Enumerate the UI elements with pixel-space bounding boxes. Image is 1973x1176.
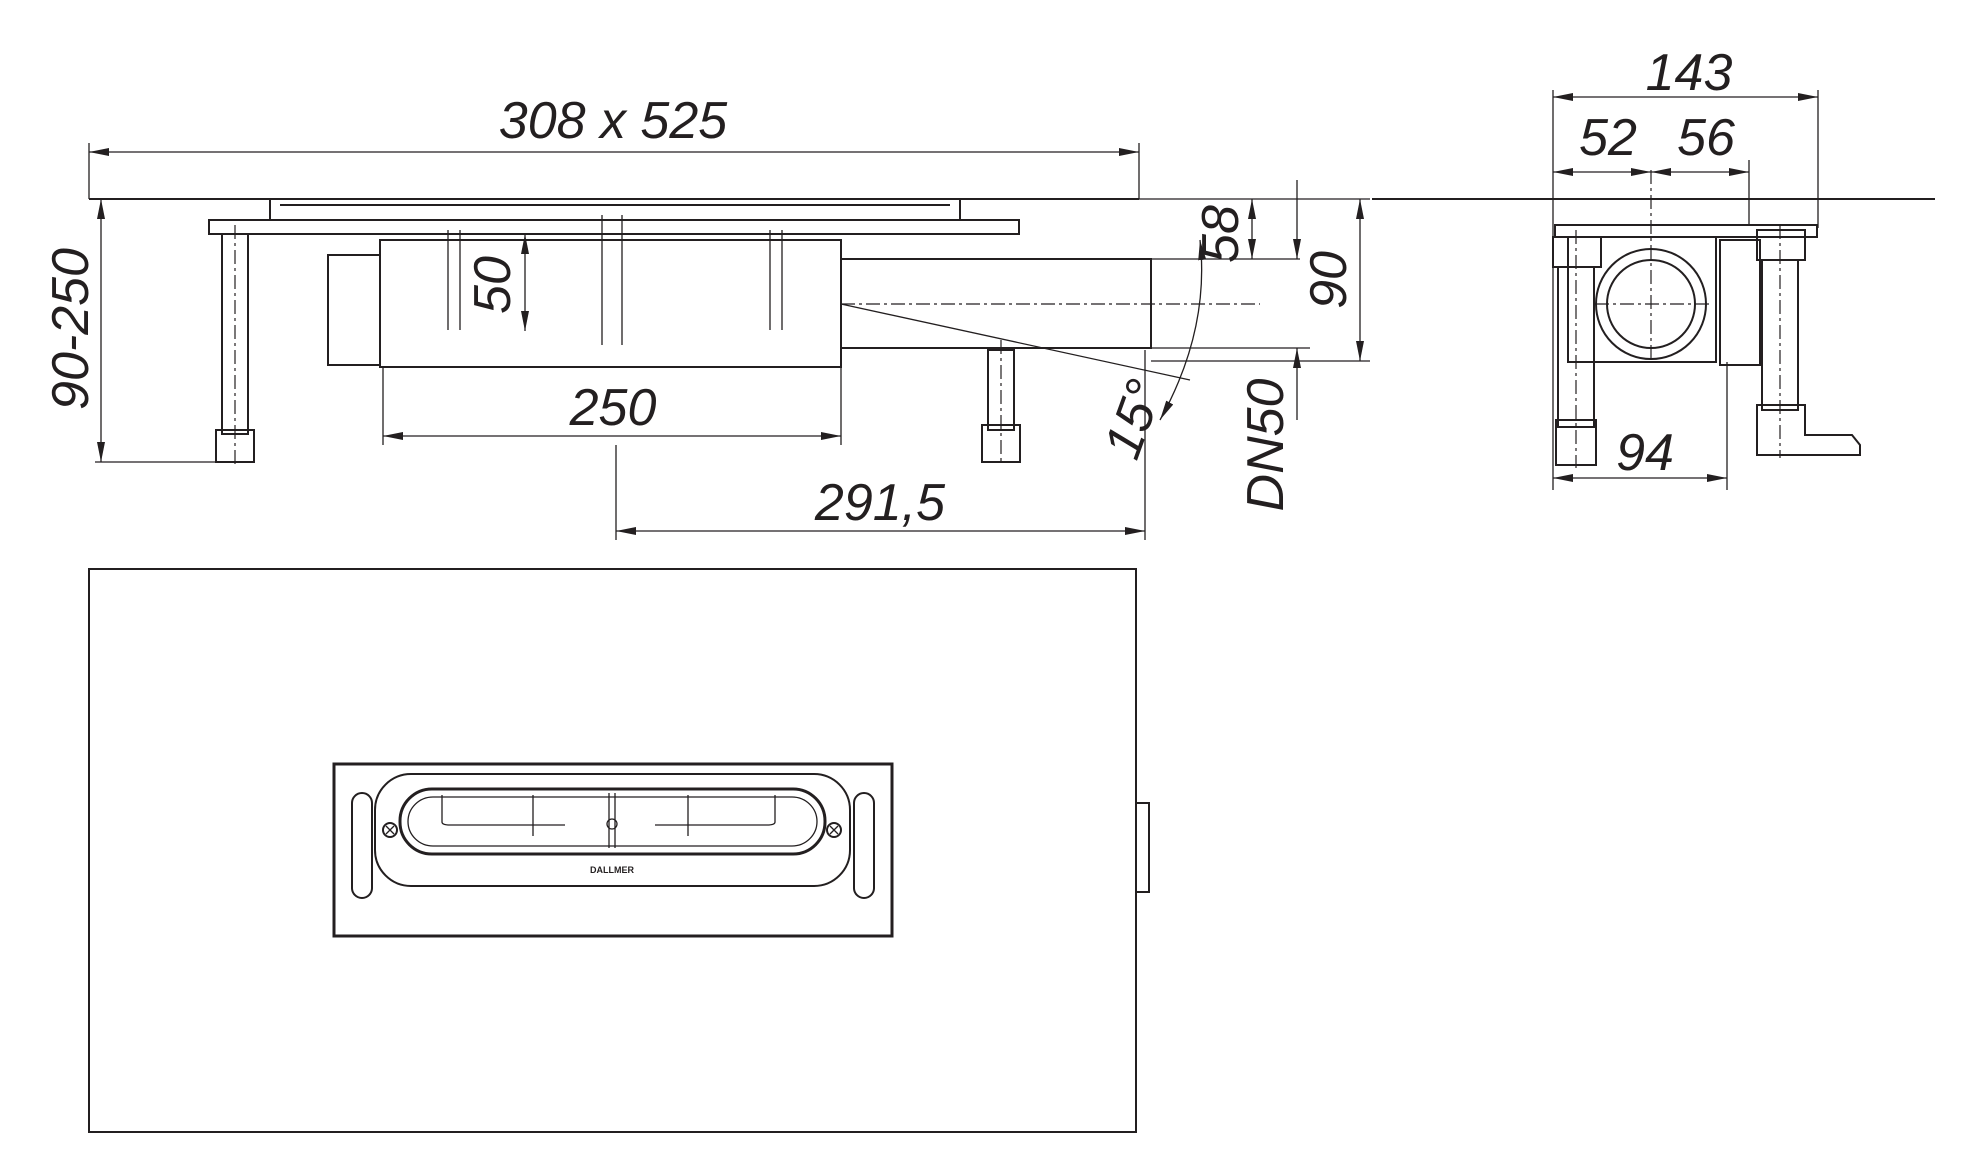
dim-width: 143 bbox=[1646, 44, 1733, 102]
dim-outlet-height: 58 bbox=[1192, 205, 1250, 263]
leveling-foot-left bbox=[1552, 230, 1602, 468]
plan-view: DALLMER bbox=[88, 568, 1150, 1133]
outlet-tab bbox=[1135, 802, 1150, 893]
body-internals bbox=[447, 215, 783, 345]
angle-arc bbox=[1159, 239, 1207, 421]
dim-body-length: 250 bbox=[569, 379, 657, 437]
side-bracket bbox=[1719, 239, 1761, 366]
side-view: 308 x 525 90-250 50 bbox=[42, 92, 1370, 540]
leveling-foot-right bbox=[981, 340, 1021, 465]
dim-overall-size: 308 x 525 bbox=[499, 92, 728, 150]
drain-cover-frame bbox=[332, 762, 894, 938]
dim-inner-depth: 50 bbox=[464, 256, 522, 314]
drain-body bbox=[379, 239, 842, 368]
screw-left-icon bbox=[382, 822, 398, 838]
top-plate bbox=[1554, 224, 1818, 238]
tray-outline bbox=[88, 568, 1137, 1133]
dim-pipe-size: DN50 bbox=[1237, 378, 1295, 511]
end-view: 143 52 56 94 bbox=[1372, 44, 1935, 490]
slot-right bbox=[853, 792, 875, 899]
leveling-foot-left bbox=[215, 225, 255, 465]
drain-body bbox=[1567, 237, 1717, 363]
dim-right-offset: 56 bbox=[1677, 109, 1735, 167]
grate-plate bbox=[374, 773, 851, 887]
dim-base-width: 94 bbox=[1616, 424, 1674, 482]
slope-line bbox=[840, 303, 1191, 381]
dim-total-height: 90 bbox=[1300, 251, 1358, 309]
leveling-foot-right bbox=[1756, 225, 1861, 458]
dim-outlet-distance: 291,5 bbox=[814, 474, 946, 532]
top-plate bbox=[208, 219, 1020, 235]
inlet-stub bbox=[327, 254, 381, 366]
grate-inner bbox=[407, 796, 818, 847]
grate-internals bbox=[441, 793, 776, 848]
screw-right-icon bbox=[826, 822, 842, 838]
slot-left bbox=[351, 792, 373, 899]
dim-slope-angle: 15° bbox=[1093, 372, 1174, 466]
center-hole bbox=[606, 818, 618, 830]
dim-left-offset: 52 bbox=[1579, 109, 1637, 167]
grate-frame bbox=[269, 200, 961, 220]
grate-opening bbox=[398, 787, 827, 856]
screw-cross-icon bbox=[385, 825, 839, 835]
dim-height-range: 90-250 bbox=[42, 248, 100, 410]
brand-logo: DALLMER bbox=[590, 865, 634, 875]
